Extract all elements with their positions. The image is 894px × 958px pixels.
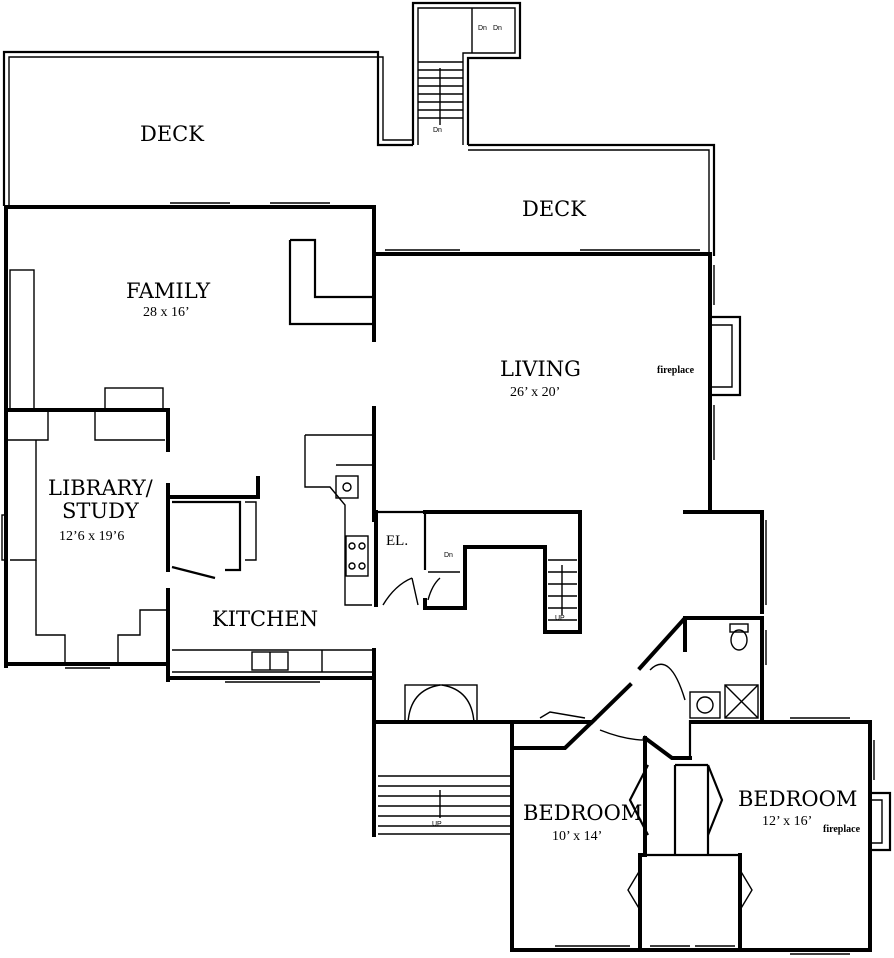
room-label-library-line1: LIBRARY/ [48, 476, 154, 500]
room-label-kitchen: KITCHEN [212, 607, 318, 631]
bedroom-walls [510, 682, 892, 955]
bathroom [637, 616, 767, 722]
room-label-elevator: EL. [386, 533, 408, 549]
stair-dn-label: Dn [433, 127, 442, 134]
library-walls [1, 387, 170, 682]
room-size-family: 28 x 16’ [143, 305, 190, 320]
room-label-deck-right: DECK [522, 197, 586, 221]
stair-dn-label: Dn [493, 25, 502, 32]
top-staircase: Dn Dn Dn [411, 1, 522, 145]
room-label-bedroom-1: BEDROOM [523, 801, 642, 825]
room-label-library-line2: STUDY [62, 499, 140, 523]
room-labels: DECK DECK FAMILY 28 x 16’ LIVING 26’ x 2… [48, 122, 861, 844]
room-size-library: 12’6 x 19’6 [59, 529, 124, 544]
exterior-walls [4, 202, 767, 668]
stair-up-label: UP [555, 615, 565, 622]
room-size-bedroom-1: 10’ x 14’ [552, 829, 602, 844]
kitchen-walls [166, 406, 376, 724]
entry-stair: UP [372, 684, 514, 837]
room-size-living: 26’ x 20’ [510, 385, 560, 400]
deck-outline [2, 50, 716, 256]
family-builtins [9, 238, 374, 411]
center-block [166, 476, 260, 580]
fireplace-label-bedroom: fireplace [823, 824, 861, 835]
stair-up-label: UP [432, 821, 442, 828]
room-label-family: FAMILY [126, 279, 211, 303]
elevator-stair: Dn UP [374, 510, 582, 634]
stair-dn-label: Dn [444, 552, 453, 559]
room-label-deck-left: DECK [140, 122, 204, 146]
fireplace-label-living: fireplace [657, 365, 695, 376]
room-label-bedroom-2: BEDROOM [738, 787, 857, 811]
stair-dn-label: Dn [478, 25, 487, 32]
room-size-bedroom-2: 12’ x 16’ [762, 814, 812, 829]
room-label-living: LIVING [500, 357, 581, 381]
